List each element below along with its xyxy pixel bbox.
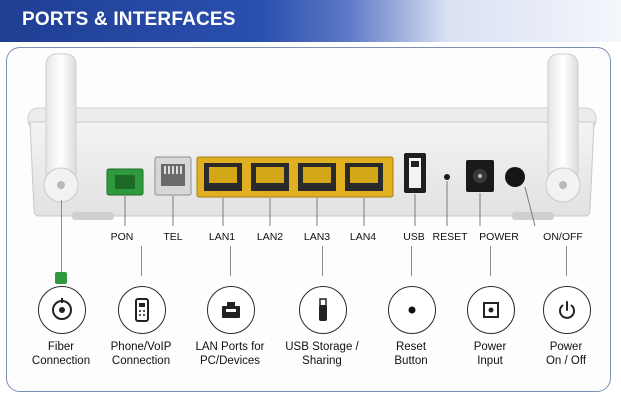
- leader-lan: [230, 246, 231, 276]
- port-label-lan1: LAN1: [208, 231, 236, 243]
- port-label-usb: USB: [403, 231, 425, 243]
- leader-phone: [141, 246, 142, 276]
- port-label-lan2: LAN2: [256, 231, 284, 243]
- left-antenna: [43, 53, 79, 203]
- usb-port: [404, 153, 426, 193]
- reset-hole: [444, 174, 450, 180]
- lan1-port: [204, 163, 242, 191]
- lan4-port: [345, 163, 383, 191]
- port-label-onoff: ON/OFF: [543, 231, 583, 243]
- lan-icon: [207, 286, 255, 334]
- power-input-port: [466, 160, 494, 192]
- port-label-reset: RESET: [432, 231, 468, 243]
- fiber-icon: [38, 286, 86, 334]
- lan3-port: [298, 163, 336, 191]
- reset-icon: [388, 286, 436, 334]
- port-label-tel: TEL: [163, 231, 183, 243]
- feature-usb-caption: USB Storage /Sharing: [285, 341, 359, 367]
- power-input-icon: [467, 286, 515, 334]
- leader-fiber: [61, 200, 62, 272]
- port-label-lan3: LAN3: [303, 231, 331, 243]
- title-banner: PORTS & INTERFACES: [0, 0, 621, 42]
- leader-power-input: [490, 246, 491, 276]
- phone-icon: [118, 286, 166, 334]
- right-antenna: [545, 53, 581, 203]
- lan2-port: [251, 163, 289, 191]
- power-switch: [505, 167, 525, 187]
- lan-port-block: [196, 156, 394, 198]
- power-switch-icon: [543, 286, 591, 334]
- fiber-marker: [55, 272, 67, 284]
- pon-port: [106, 168, 144, 196]
- banner-title: PORTS & INTERFACES: [22, 9, 236, 30]
- port-label-power: POWER: [479, 231, 519, 243]
- leader-usb: [322, 246, 323, 276]
- usb-icon: [299, 286, 347, 334]
- leader-power-switch: [566, 246, 567, 276]
- port-label-pon: PON: [110, 231, 134, 243]
- port-leaders: [124, 181, 536, 227]
- tel-port: [154, 156, 192, 196]
- port-label-lan4: LAN4: [349, 231, 377, 243]
- leader-reset: [411, 246, 412, 276]
